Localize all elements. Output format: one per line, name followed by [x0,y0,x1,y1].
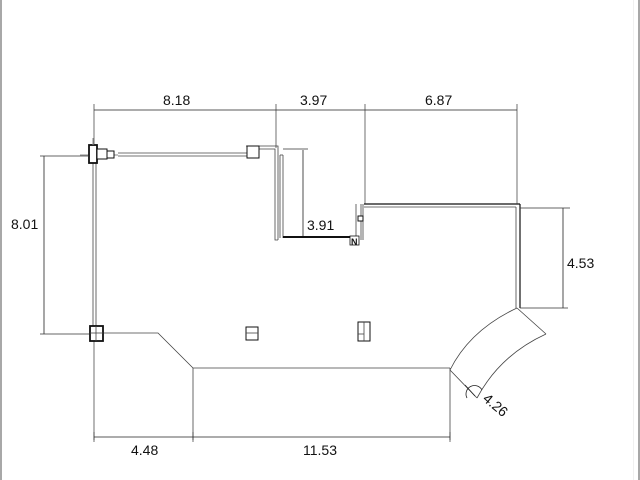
socket-top-left [96,148,108,160]
switch-box [357,215,364,222]
curve-dim-arc [465,385,483,399]
viewport-left-edge [0,0,2,480]
curve-dim-tick [464,384,476,397]
walls [80,145,547,440]
curve-end-top [516,307,547,335]
fixtures: N [88,138,371,342]
north-marker-box [349,235,360,246]
socket-top-left-small [106,150,115,159]
dim-right-height: 4.53 [567,255,594,271]
dim-left-height: 8.01 [11,216,38,232]
viewport-right-edge [638,0,640,480]
curved-wall-inner [449,307,518,371]
viewport-right-edge-shadow [633,0,634,480]
dim-top-right: 6.87 [425,92,452,108]
column-top-left [88,144,98,164]
curved-wall-outer [476,333,547,399]
dim-top-middle: 3.97 [300,92,327,108]
dimensions: 8.18 3.97 6.87 8.01 3.91 4.53 4.26 4.48 … [11,92,594,458]
dim-top-left: 8.18 [163,92,190,108]
alcove-top-inner [248,148,278,241]
dim-bottom-right: 11.53 [303,442,337,458]
bottom-wall [104,332,450,369]
alcove-top [246,145,279,240]
column-block-top [246,145,260,159]
dim-bottom-left: 4.48 [131,442,158,458]
dim-curve-width: 4.26 [480,390,511,420]
dim-inner-step: 3.91 [307,217,334,233]
column-bottom-left [89,325,104,342]
outlet-symbol-1 [245,326,259,341]
north-marker-label: N [351,237,358,247]
